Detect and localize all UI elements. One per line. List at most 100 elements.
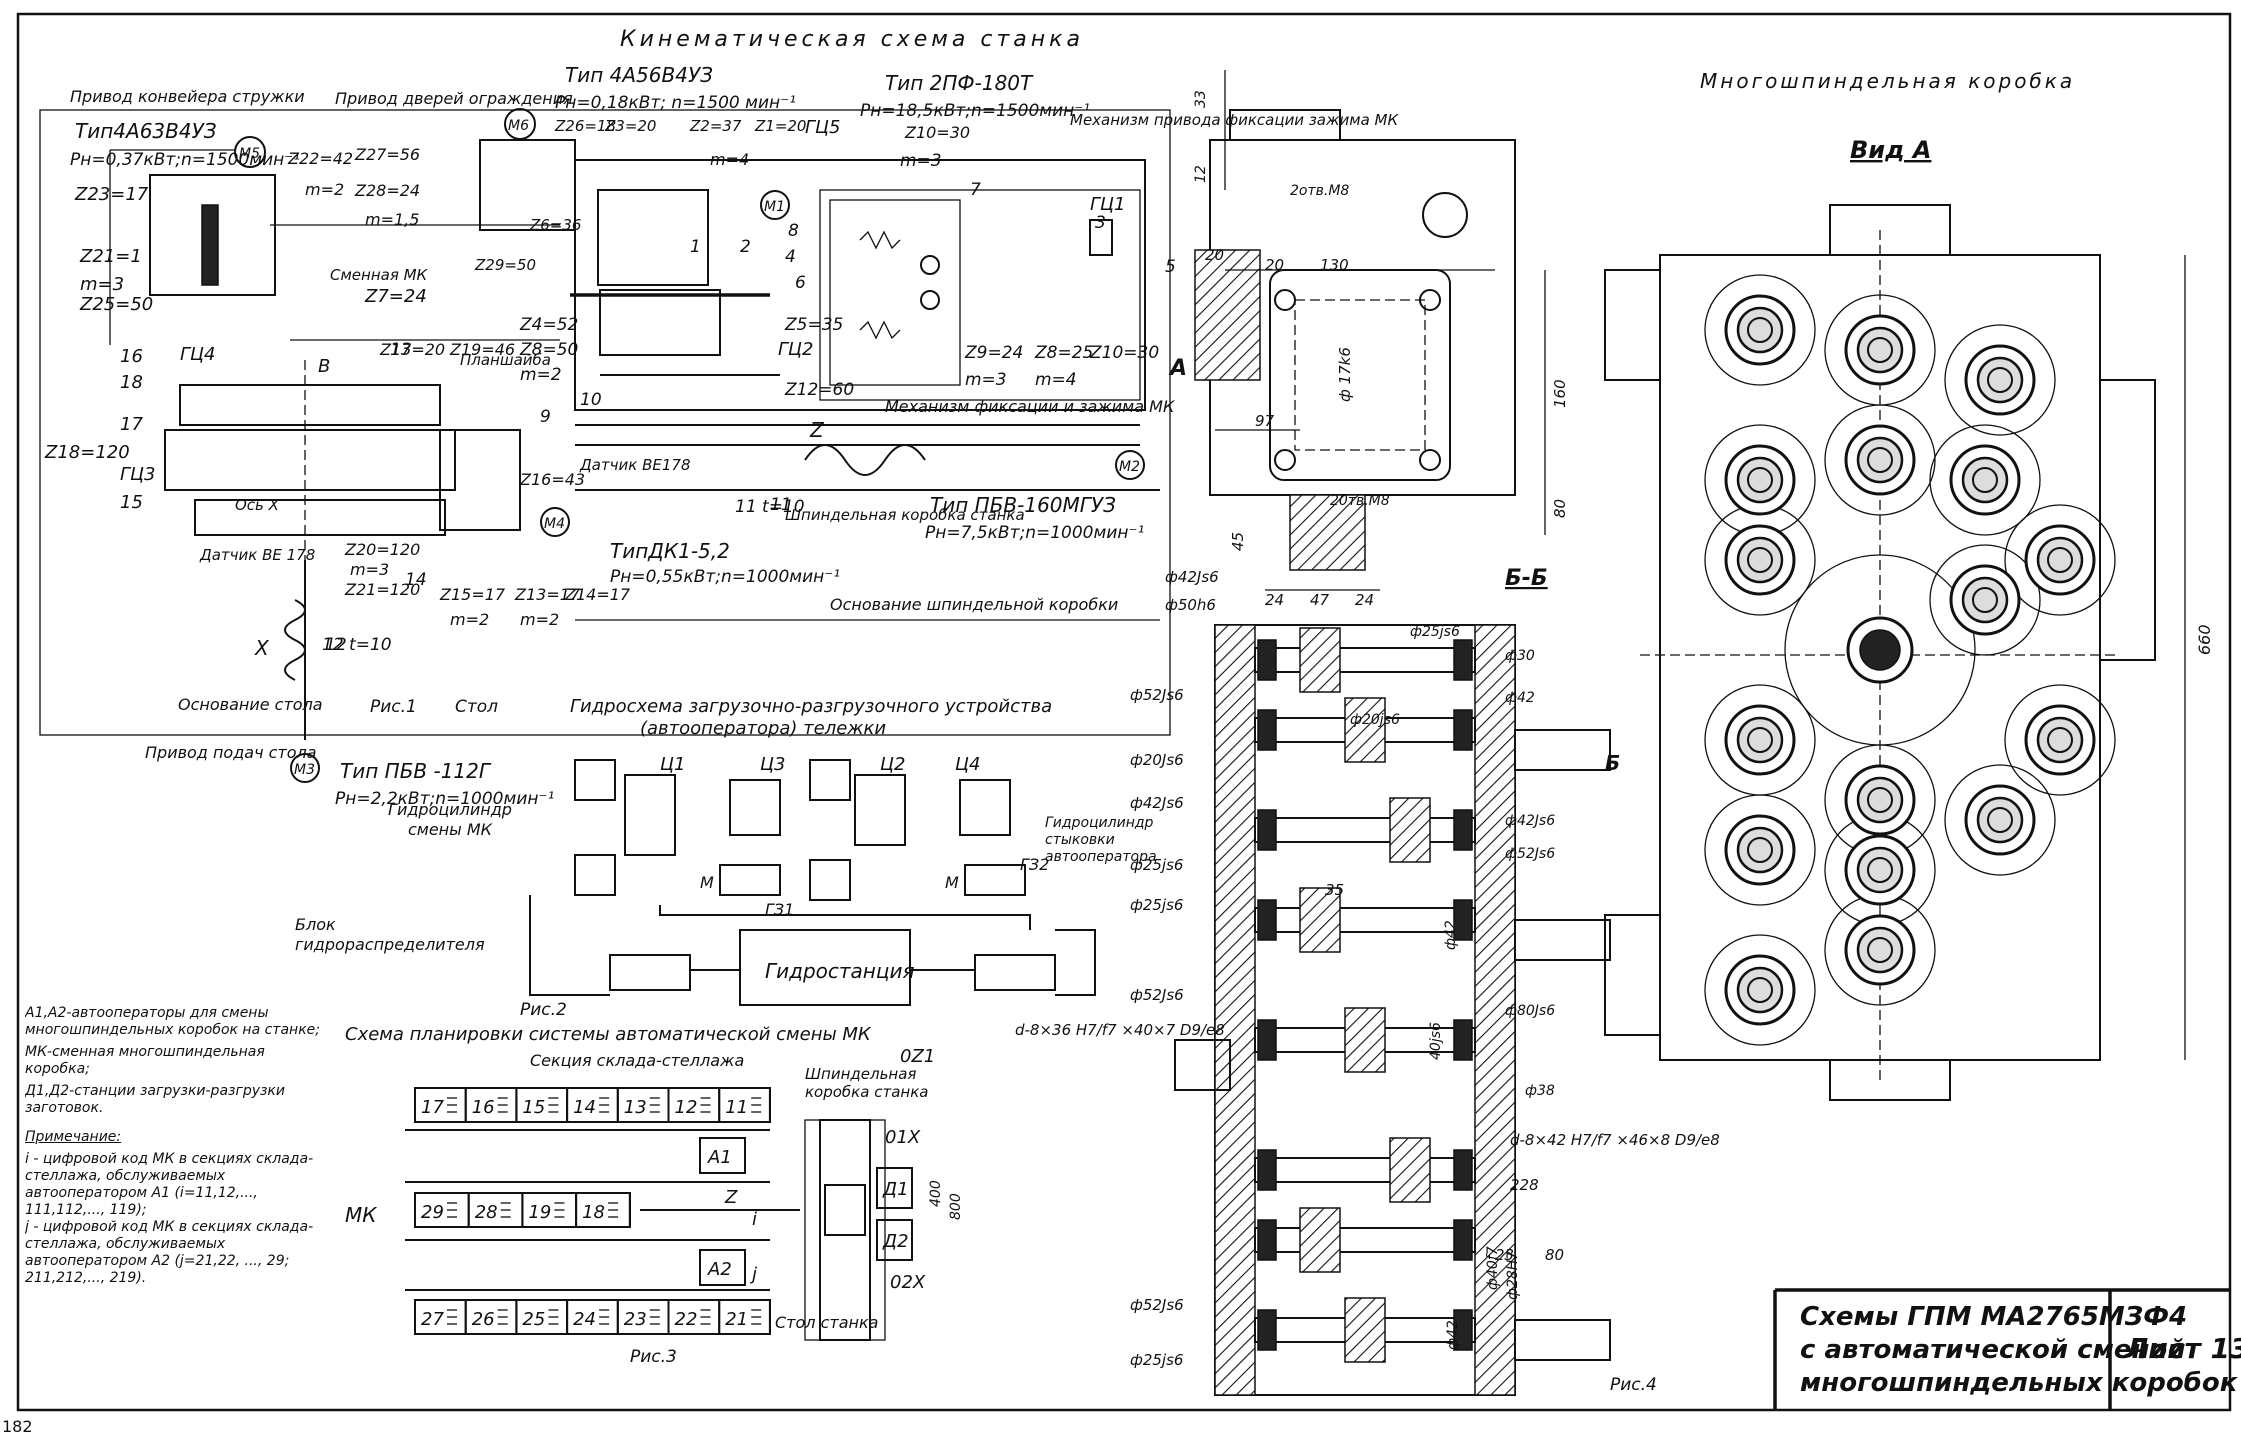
dim: 160 bbox=[1551, 379, 1569, 408]
bearing bbox=[1453, 809, 1473, 851]
gear-label: Z22=42 bbox=[287, 149, 353, 168]
side-view-port bbox=[1419, 449, 1441, 471]
spindle-bore bbox=[1961, 576, 2009, 624]
gear-label: Z25=50 bbox=[79, 294, 153, 315]
coord-label: 01X bbox=[885, 1127, 921, 1148]
label-table: Стол bbox=[455, 697, 498, 717]
table-assembly bbox=[164, 429, 456, 491]
pos-number: 2 bbox=[740, 237, 751, 257]
m1-power: Pн=18,5кВт;n=1500мин⁻¹ bbox=[860, 101, 1090, 121]
op-label: A1 bbox=[707, 1147, 732, 1168]
gear-train bbox=[597, 189, 709, 286]
bearing bbox=[1257, 809, 1277, 851]
hydraulic-line bbox=[1055, 929, 1096, 996]
bearing bbox=[1453, 1019, 1473, 1061]
rack-cell-code: 21 bbox=[725, 1309, 748, 1330]
rack-cell-code: 23 bbox=[624, 1309, 647, 1330]
m5-power: Pн=0,37кВт;n=1500мин⁻¹ bbox=[70, 150, 300, 170]
motor-mark: M3 bbox=[294, 762, 315, 778]
motor-mark: M2 bbox=[1119, 459, 1140, 475]
fit-label: ф28H7 bbox=[1505, 1251, 1521, 1300]
rack-cell-code: 19 bbox=[528, 1202, 551, 1223]
spindle-bore bbox=[1856, 846, 1904, 894]
table-feed-screw-12 bbox=[284, 560, 306, 740]
coord-label: 02X bbox=[890, 1272, 926, 1293]
section-wall-right bbox=[1474, 624, 1516, 1396]
module-label: m=4 bbox=[1035, 370, 1077, 390]
spindle-bore bbox=[1856, 776, 1904, 824]
gear-outline bbox=[1704, 274, 1816, 386]
rack-cell-code: 18 bbox=[582, 1202, 605, 1223]
pos-number: 9 bbox=[540, 407, 551, 427]
cyl-dock-label: Гидроцилиндр стыковки автооператора bbox=[1045, 815, 1157, 865]
label-fix-mech: Механизм фиксации и зажима МК bbox=[885, 397, 1175, 416]
note: i - цифровой код МК в секциях склада-сте… bbox=[25, 1151, 314, 1218]
output-shaft bbox=[1514, 1319, 1611, 1361]
gear-section bbox=[1344, 1297, 1386, 1363]
spindle-hub bbox=[1859, 629, 1901, 671]
gear-label: Z28=24 bbox=[354, 181, 420, 200]
cylinder-label: Ц1 bbox=[660, 754, 685, 775]
station-label: Гидростанция bbox=[765, 959, 915, 983]
ball-screw-11 bbox=[804, 444, 926, 476]
m-mark: M bbox=[700, 873, 714, 892]
gear-label: Z8=25 bbox=[1034, 343, 1093, 363]
spindle-center bbox=[1972, 587, 1998, 613]
pos-number: 3 bbox=[1095, 213, 1106, 233]
rack-cell-code: 25 bbox=[522, 1309, 545, 1330]
dim: 80 bbox=[1551, 499, 1569, 518]
gear-label: Z26=18 bbox=[554, 117, 616, 135]
fig2-title: (автооператора) тележки bbox=[640, 718, 886, 739]
m3-type: Тип ПБВ -112Г bbox=[340, 759, 492, 783]
label-smennaya: Сменная МК bbox=[330, 266, 429, 284]
gear-outline bbox=[1824, 404, 1936, 516]
cylinder-c1 bbox=[624, 774, 676, 856]
fig2-caption: Рис.2 bbox=[520, 1000, 567, 1020]
pos-number: 6 bbox=[795, 273, 806, 293]
bearing bbox=[1453, 639, 1473, 681]
valve-label: ГЗ1 bbox=[765, 900, 794, 919]
dim: ф 17k6 bbox=[1336, 347, 1354, 402]
dim: 20 bbox=[1265, 256, 1284, 274]
machine-table-rail bbox=[819, 1119, 871, 1341]
spindle-bore bbox=[1961, 456, 2009, 504]
fit-label: ф52Js6 bbox=[1130, 1296, 1184, 1314]
label-spindle-base: Основание шпиндельной коробки bbox=[830, 595, 1118, 614]
spindle-center bbox=[1747, 977, 1773, 1003]
hydraulic-line bbox=[659, 905, 1031, 930]
gear-section bbox=[1344, 697, 1386, 763]
gear-outline bbox=[1929, 424, 2041, 536]
rack-cell-code: 16 bbox=[472, 1097, 495, 1118]
figure-4-multispindle-box: Многошпиндельная коробка Вид А А 2отв.М8… bbox=[1015, 69, 2214, 1396]
gear-label: Z13=17 bbox=[514, 585, 581, 604]
label-table-feed: Привод подач стола bbox=[145, 743, 317, 762]
spindle-bore bbox=[2036, 716, 2084, 764]
fit-label: 40js6 bbox=[1428, 1022, 1444, 1060]
fit-label: ф25js6 bbox=[1410, 624, 1460, 640]
gear-outline bbox=[1704, 934, 1816, 1046]
label-axis: Ось X bbox=[235, 496, 280, 514]
module-label: m=2 bbox=[305, 180, 344, 199]
bearing bbox=[1453, 1149, 1473, 1191]
bearing bbox=[1257, 1309, 1277, 1351]
gear-label: Z10=30 bbox=[1089, 343, 1159, 363]
op-label: A2 bbox=[707, 1259, 732, 1280]
cyl-change-wrap: Гидроцилиндр смены МК bbox=[388, 800, 512, 839]
spindle-center bbox=[1747, 727, 1773, 753]
bearing bbox=[1257, 1149, 1277, 1191]
fit-label: ф42Js6 bbox=[1130, 794, 1184, 812]
dim: 20 bbox=[1205, 246, 1224, 264]
dim-label: 800 bbox=[948, 1193, 964, 1220]
spline-label: d-8×36 H7/f7 ×40×7 D9/e8 bbox=[1015, 1021, 1225, 1039]
spindle-center bbox=[1867, 447, 1893, 473]
note: А1,А2-автооператоры для смены многошпинд… bbox=[25, 1005, 320, 1038]
gc2-label: ГЦ2 bbox=[778, 339, 813, 360]
spindle-bore bbox=[1856, 926, 1904, 974]
label-conveyor: Привод конвейера стружки bbox=[70, 87, 305, 106]
gear-label: Z27=56 bbox=[354, 145, 420, 164]
pos-number: 4 bbox=[785, 247, 796, 267]
spindle-center bbox=[1747, 547, 1773, 573]
spindle-center bbox=[1747, 837, 1773, 863]
m1-type: Тип 2ПФ-180Т bbox=[885, 71, 1034, 95]
